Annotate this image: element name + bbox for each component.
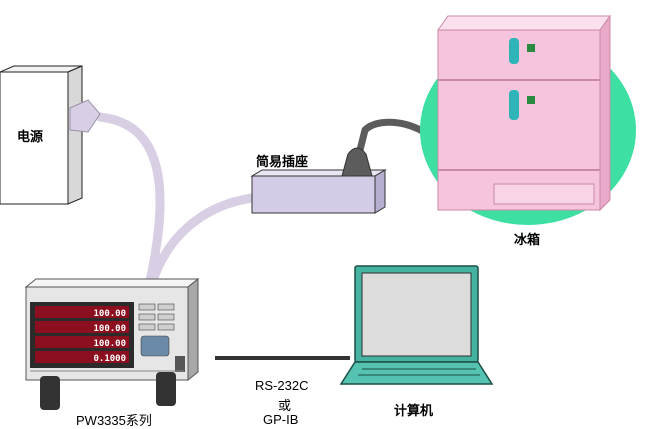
cable-strip-to-device xyxy=(145,193,257,295)
fridge-label: 冰箱 xyxy=(514,232,541,247)
fridge-handle-bottom xyxy=(509,90,519,120)
display-row-4 xyxy=(35,351,129,363)
display-row-2 xyxy=(35,321,129,333)
display-reading-2: 100.00 xyxy=(93,324,126,334)
laptop-screen xyxy=(361,272,472,357)
cable-source-to-device xyxy=(95,112,165,295)
device-label: PW3335系列 xyxy=(76,413,152,428)
device-foot-left xyxy=(40,376,60,410)
fridge-handle-top xyxy=(509,38,519,64)
laptop xyxy=(339,265,494,385)
display-reading-4: 0.1000 xyxy=(93,354,126,364)
display-row-1 xyxy=(35,306,129,318)
fridge xyxy=(420,14,636,225)
interface-label-line3: GP-IB xyxy=(263,412,299,427)
outlet-plug xyxy=(69,99,101,133)
computer-label: 计算机 xyxy=(394,403,434,418)
display-reading-3: 100.00 xyxy=(93,339,126,349)
power-strip xyxy=(250,169,387,214)
interface-label-line1: RS-232C xyxy=(255,378,309,393)
display-reading-1: 100.00 xyxy=(93,309,126,319)
interface-label-line2: 或 xyxy=(278,398,292,413)
power-meter-device: 100.00 100.00 100.00 0.1000 xyxy=(24,277,200,410)
power-strip-plug xyxy=(341,147,373,177)
display-row-3 xyxy=(35,336,129,348)
power-strip-label: 简易插座 xyxy=(256,154,309,169)
power-source-box xyxy=(0,65,83,205)
device-foot-right xyxy=(156,372,176,406)
power-source-label: 电源 xyxy=(17,129,44,144)
